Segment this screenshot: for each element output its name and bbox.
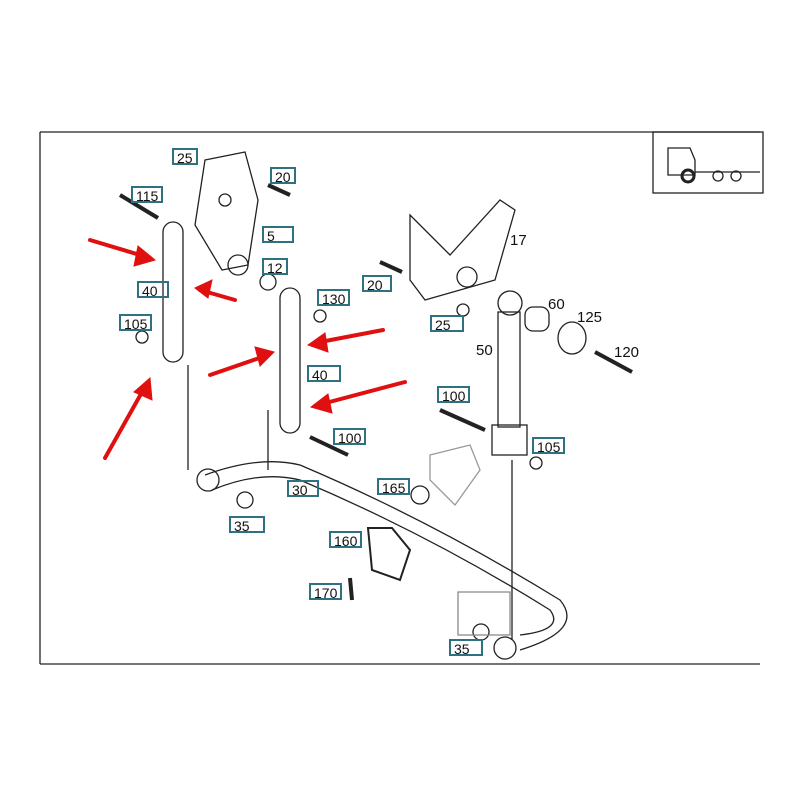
arrow-6	[316, 380, 407, 407]
part-label-130[interactable]: 130	[317, 289, 351, 307]
part-label-165[interactable]: 165	[377, 478, 411, 496]
bolt-20-right	[379, 260, 403, 274]
part-label-100[interactable]: 100	[437, 386, 471, 404]
bolt-100-right	[439, 408, 486, 432]
part-label-40-right[interactable]: 40	[307, 365, 341, 383]
part-label-5[interactable]: 5	[262, 226, 294, 244]
bolt-170	[348, 577, 354, 601]
arrow-3	[103, 383, 148, 460]
nut-105	[135, 330, 149, 344]
part-label-25-right[interactable]: 25	[430, 315, 464, 333]
part-label-40[interactable]: 40	[137, 281, 169, 299]
part-label-60[interactable]: 60	[548, 296, 565, 313]
part-label-12[interactable]: 12	[262, 258, 288, 276]
part-label-17[interactable]: 17	[510, 232, 527, 249]
link-40-left	[162, 221, 189, 470]
bushing-12	[259, 273, 277, 291]
bushing-35-right	[472, 623, 490, 641]
part-label-20[interactable]: 20	[270, 167, 296, 185]
bushing-165	[410, 485, 430, 505]
bolt-20	[267, 183, 291, 197]
part-label-160[interactable]: 160	[329, 531, 363, 549]
part-label-120[interactable]: 120	[614, 344, 640, 361]
bushing-60	[524, 306, 550, 332]
nut-130	[313, 309, 327, 323]
bearing-160	[366, 527, 412, 582]
part-label-105[interactable]: 105	[119, 314, 153, 332]
part-label-30[interactable]: 30	[287, 480, 319, 498]
part-label-35[interactable]: 35	[229, 516, 265, 534]
bolt-100-left	[309, 435, 349, 457]
bushing-35	[236, 491, 254, 509]
nut-105-right	[529, 456, 543, 470]
part-label-115[interactable]: 115	[131, 186, 164, 204]
bolt-115	[118, 193, 160, 220]
bracket-outline	[457, 591, 511, 636]
truck-icon	[652, 131, 764, 194]
link-40-right	[267, 287, 301, 470]
part-label-100-left[interactable]: 100	[333, 428, 367, 446]
part-label-125[interactable]: 125	[577, 309, 603, 326]
clamp-165	[429, 444, 481, 507]
part-label-25[interactable]: 25	[172, 148, 198, 166]
bracket-17	[409, 199, 516, 301]
part-label-50[interactable]: 50	[476, 342, 493, 359]
rod-50	[491, 290, 528, 456]
bracket-5	[194, 151, 259, 276]
bolt-120	[594, 350, 633, 374]
stabilizer-bar-30	[196, 460, 568, 660]
part-label-105-right[interactable]: 105	[532, 437, 566, 455]
part-label-20-right[interactable]: 20	[362, 275, 392, 293]
part-label-35-right[interactable]: 35	[449, 639, 483, 657]
part-label-170[interactable]: 170	[309, 583, 343, 601]
washer-125	[557, 321, 587, 355]
red-arrows	[88, 238, 407, 460]
